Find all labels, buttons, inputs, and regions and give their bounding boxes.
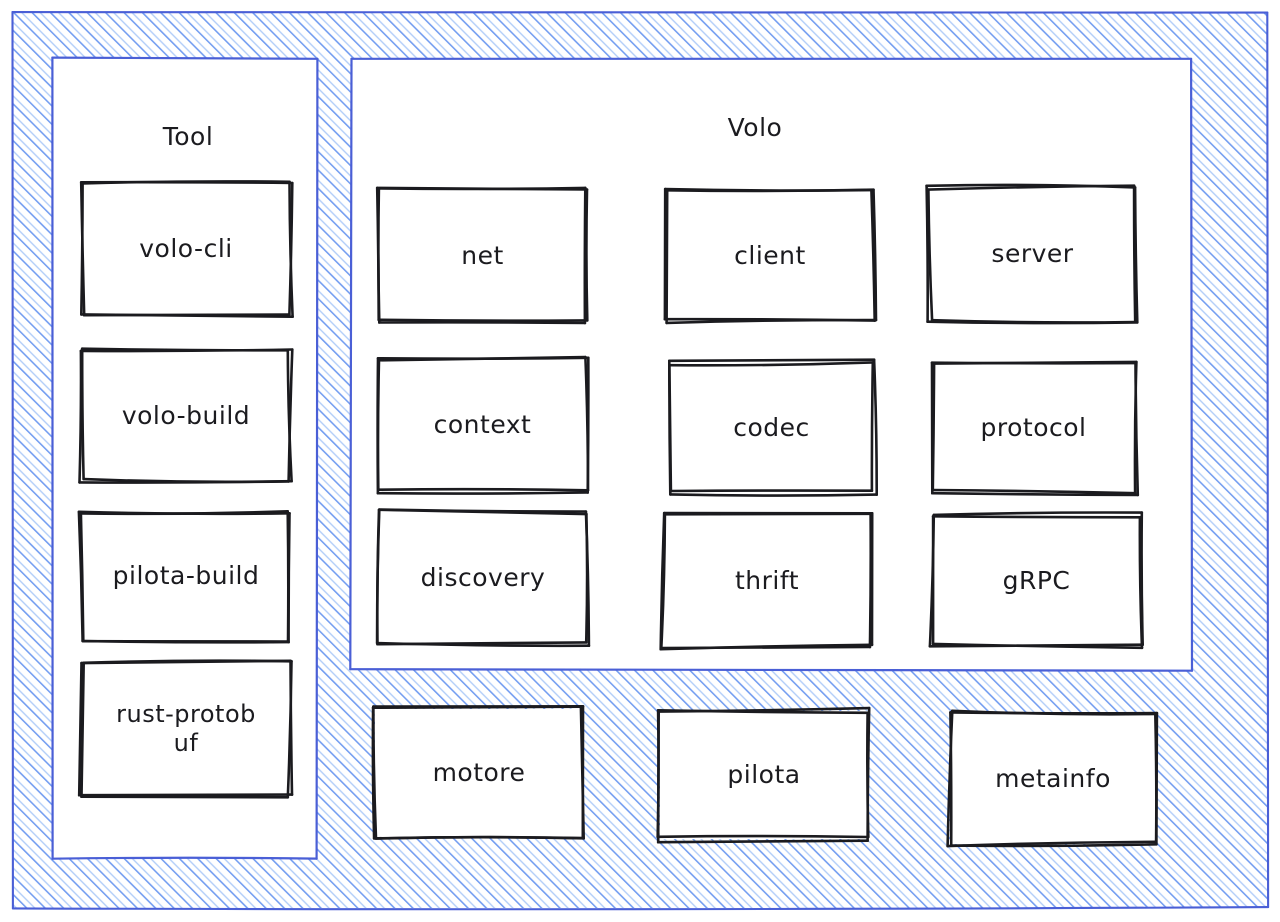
node-client [663, 187, 878, 325]
node-motore [371, 705, 585, 840]
node-volo-cli [79, 180, 294, 318]
node-pilota [656, 706, 871, 844]
node-context [376, 355, 590, 495]
node-grpc [928, 511, 1144, 650]
node-pilota-build [77, 510, 291, 644]
node-metainfo [946, 709, 1159, 848]
node-server [925, 183, 1139, 325]
node-codec [668, 358, 879, 497]
node-volo-build [78, 347, 294, 484]
node-thrift [659, 511, 874, 651]
node-discovery [375, 508, 591, 648]
node-rust-protobuf [77, 659, 294, 799]
node-net [375, 186, 589, 325]
node-protocol [930, 360, 1140, 497]
